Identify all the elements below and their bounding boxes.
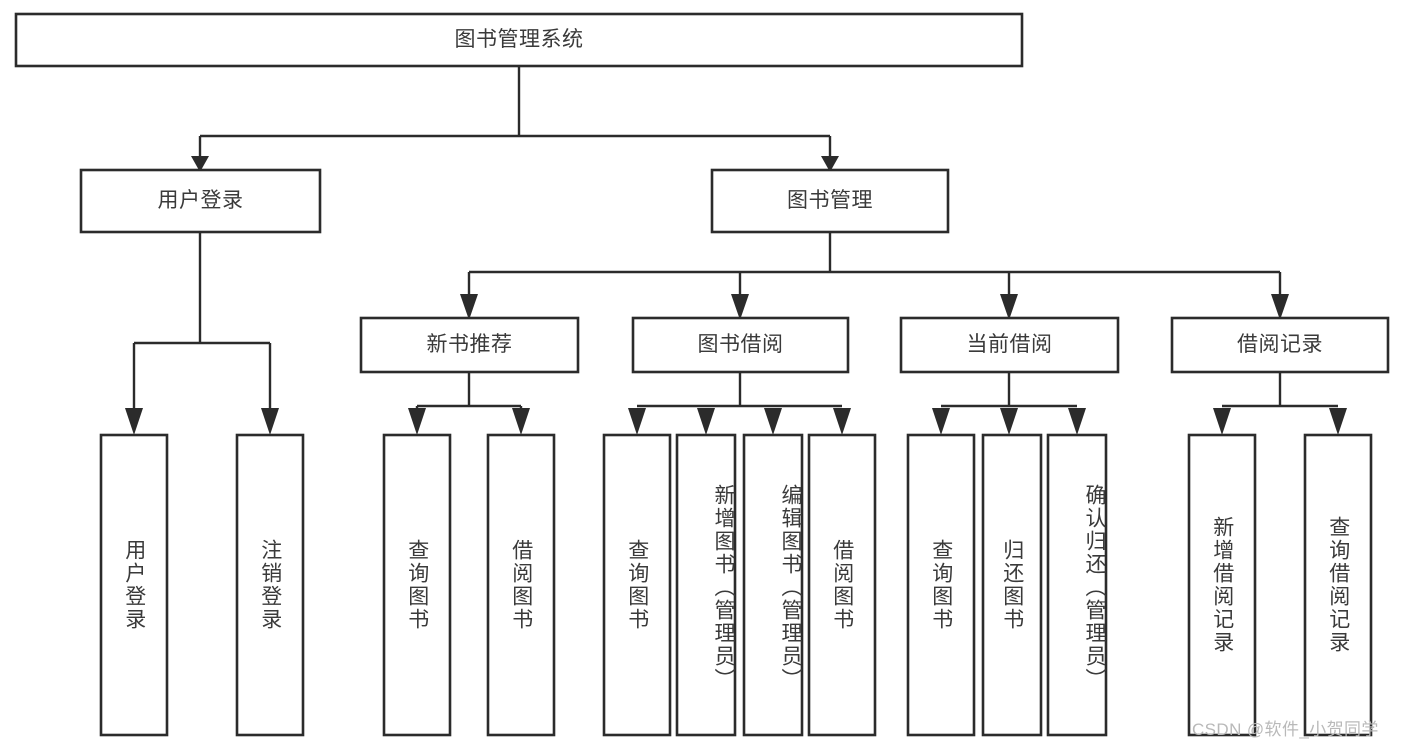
arrow-new-book-recommend <box>460 294 478 320</box>
node-box-leaf-add-borrow-record[interactable] <box>1187 433 1257 737</box>
node-box-borrow-record[interactable] <box>1170 316 1390 374</box>
arrow-current-borrow <box>1000 294 1018 320</box>
edge-group <box>125 66 1347 435</box>
node-box-leaf-return-book[interactable] <box>981 433 1043 737</box>
arrow-borrow-record <box>1271 294 1289 320</box>
node-box-leaf-query-book-1[interactable] <box>382 433 452 737</box>
arrow-leaf-user-login <box>125 408 143 435</box>
arrow-leaf-return-book <box>1000 408 1018 435</box>
node-box-leaf-query-borrow-record[interactable] <box>1303 433 1373 737</box>
node-box-leaf-user-login[interactable] <box>99 433 169 737</box>
node-box-user-login[interactable] <box>79 168 322 234</box>
node-box-book-manage[interactable] <box>710 168 950 234</box>
arrow-leaf-query-book-3 <box>932 408 950 435</box>
node-box-current-borrow[interactable] <box>899 316 1120 374</box>
node-box-book-borrow[interactable] <box>631 316 850 374</box>
node-box-new-book-recommend[interactable] <box>359 316 580 374</box>
node-box-leaf-logout-login[interactable] <box>235 433 305 737</box>
arrow-leaf-query-book-1 <box>408 408 426 435</box>
node-box-root[interactable] <box>14 12 1024 68</box>
node-box-leaf-borrow-book-2[interactable] <box>807 433 877 737</box>
arrow-leaf-borrow-book-1 <box>512 408 530 435</box>
arrow-leaf-add-borrow-record <box>1213 408 1231 435</box>
arrow-leaf-confirm-return-admin <box>1068 408 1086 435</box>
arrow-leaf-add-book-admin <box>697 408 715 435</box>
node-box-leaf-confirm-return-admin[interactable] <box>1046 433 1108 737</box>
node-box-leaf-add-book-admin[interactable] <box>675 433 737 737</box>
arrow-to-user-login <box>191 156 209 172</box>
node-box-leaf-borrow-book-1[interactable] <box>486 433 556 737</box>
arrow-leaf-edit-book-admin <box>764 408 782 435</box>
arrow-leaf-query-book-2 <box>628 408 646 435</box>
watermark-text: CSDN @软件_小贺同学 <box>1192 720 1379 739</box>
arrow-leaf-query-borrow-record <box>1329 408 1347 435</box>
node-box-group <box>14 12 1390 737</box>
node-box-leaf-edit-book-admin[interactable] <box>742 433 804 737</box>
arrow-to-book-manage <box>821 156 839 172</box>
arrow-leaf-logout-login <box>261 408 279 435</box>
arrow-leaf-borrow-book-2 <box>833 408 851 435</box>
arrow-book-borrow <box>731 294 749 320</box>
node-box-leaf-query-book-2[interactable] <box>602 433 672 737</box>
node-box-leaf-query-book-3[interactable] <box>906 433 976 737</box>
